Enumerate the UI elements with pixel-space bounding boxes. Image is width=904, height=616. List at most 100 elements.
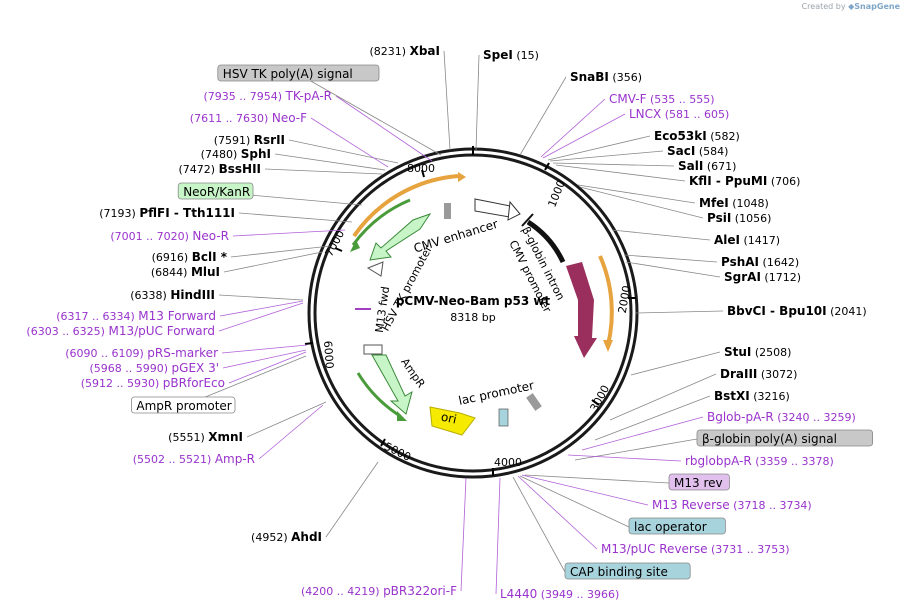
leader-line xyxy=(552,162,675,167)
snapgene-logo-icon: ◆ xyxy=(848,2,855,11)
leader-line xyxy=(574,438,698,461)
label-box xyxy=(217,64,380,82)
annotation-site: MfeI (1048) xyxy=(699,196,769,210)
leader-line xyxy=(519,475,630,528)
annotation-site: (6916) BclI * xyxy=(152,250,228,264)
annotation-site: (7480) SphI xyxy=(201,147,271,161)
feature-beta-globin-intron xyxy=(526,219,566,264)
label-text: LNCX (581 .. 605) xyxy=(629,107,729,121)
label-text: BbvCI - Bpu10I (2041) xyxy=(727,304,867,318)
leader-line xyxy=(594,395,711,441)
label-text: StuI (2508) xyxy=(724,345,791,359)
leader-line xyxy=(232,229,346,237)
annotation-site: SacI (584) xyxy=(667,144,728,158)
label-text: β-globin poly(A) signal xyxy=(702,432,837,446)
annotation-primer: (6303 .. 6325) M13/pUC Forward xyxy=(26,324,215,338)
leader-line xyxy=(219,300,304,317)
feature-hsv-tk-promoter xyxy=(366,261,384,277)
label-text: (7611 .. 7630) Neo-F xyxy=(190,111,307,125)
annotation-primer: (7935 .. 7954) TK-pA-R xyxy=(203,89,332,103)
annotation-site: (7472) BssHII xyxy=(179,162,261,176)
annotation-site: KflI - PpuMI (706) xyxy=(689,174,800,188)
annotation-primer: (7001 .. 7020) Neo-R xyxy=(110,229,229,243)
tick-label: 8000 xyxy=(407,162,435,175)
leader-line xyxy=(310,117,389,168)
annotation-site: SgrAI (1712) xyxy=(724,270,801,284)
label-text: BstXI (3216) xyxy=(714,389,790,403)
snapgene-credit: Created by ◆SnapGene xyxy=(802,2,900,11)
label-text: (6317 .. 6334) M13 Forward xyxy=(56,309,216,323)
tick-mark xyxy=(421,169,425,178)
label-text: MfeI (1048) xyxy=(699,196,769,210)
feature-arrowhead xyxy=(397,411,407,421)
leader-line xyxy=(246,401,327,438)
label-text: (6303 .. 6325) M13/pUC Forward xyxy=(26,324,215,338)
tick-label: 1000 xyxy=(545,178,568,209)
annotation-box: M13 rev xyxy=(668,473,730,491)
feature-label: lac promoter xyxy=(457,378,535,408)
label-text: (7001 .. 7020) Neo-R xyxy=(110,229,229,243)
label-text: SalI (671) xyxy=(678,159,736,173)
leader-line xyxy=(335,95,433,162)
label-text: (7480) SphI xyxy=(201,147,271,161)
label-text: (7591) RsrII xyxy=(214,133,285,147)
label-box xyxy=(668,473,730,491)
annotation-site: BstXI (3216) xyxy=(714,389,790,403)
annotation-site: (6338) HindIII xyxy=(130,288,215,302)
annotation-site: StuI (2508) xyxy=(724,345,791,359)
annotation-primer: L4440 (3949 .. 3966) xyxy=(500,587,619,601)
label-text: (5968 .. 5990) pGEX 3' xyxy=(89,361,219,375)
label-text: (7472) BssHII xyxy=(179,162,261,176)
label-text: (5912 .. 5930) pBRforEco xyxy=(81,376,225,390)
annotation-primer: (5912 .. 5930) pBRforEco xyxy=(81,376,225,390)
leader-line xyxy=(325,461,379,538)
feature-lac-operator xyxy=(498,408,509,427)
annotation-site: (8231) XbaI xyxy=(370,44,440,58)
tick-mark xyxy=(304,342,314,345)
label-text: (6916) BclI * xyxy=(152,250,228,264)
annotation-box: HSV TK poly(A) signal xyxy=(217,64,380,82)
label-text: SpeI (15) xyxy=(483,48,539,62)
leader-line xyxy=(460,477,467,592)
feature-arrowhead xyxy=(458,172,466,182)
label-box xyxy=(177,182,254,200)
annotation-primer: (7611 .. 7630) Neo-F xyxy=(190,111,307,125)
leader-line xyxy=(512,476,566,573)
leader-line xyxy=(517,475,598,550)
label-text: PsiI (1056) xyxy=(707,211,771,225)
leader-line xyxy=(521,474,649,506)
leader-line xyxy=(258,404,324,460)
leader-line xyxy=(221,344,308,354)
label-text: CAP binding site xyxy=(570,565,668,579)
leader-line xyxy=(218,302,304,332)
label-text: L4440 (3949 .. 3966) xyxy=(500,587,619,601)
leader-line xyxy=(264,168,383,175)
label-text: AmpR promoter xyxy=(136,399,231,413)
tick-label: 2000 xyxy=(616,284,634,314)
annotation-site: Eco53kI (582) xyxy=(654,129,740,143)
feature-ori xyxy=(429,406,476,436)
feature-arc-green-2 xyxy=(356,372,401,418)
label-text: M13/pUC Reverse (3731 .. 3753) xyxy=(601,542,790,556)
leader-line xyxy=(625,261,721,278)
annotation-box: AmpR promoter xyxy=(130,396,236,414)
label-text: lac operator xyxy=(634,520,707,534)
annotation-site: PshAI (1642) xyxy=(721,255,799,269)
label-text: (5551) XmnI xyxy=(168,430,243,444)
annotation-primer: (5502 .. 5521) Amp-R xyxy=(133,452,255,466)
leader-line xyxy=(524,474,670,484)
feature-arrowhead xyxy=(603,340,613,352)
label-text: (4200 .. 4219) pBR322ori-F xyxy=(301,584,457,598)
plasmid-name: pCMV-Neo-Bam p53 wt xyxy=(396,294,551,308)
feature-label: p53 xyxy=(562,307,580,332)
annotation-primer: rbglobpA-R (3359 .. 3378) xyxy=(685,454,834,468)
annotation-primer: (5968 .. 5990) pGEX 3' xyxy=(89,361,219,375)
label-text: (6844) MluI xyxy=(151,265,220,279)
feature-hsv-tk-polya xyxy=(444,203,451,219)
plasmid-size: 8318 bp xyxy=(450,311,495,324)
feature-intron-cap xyxy=(521,213,534,227)
feature-cmv-enhancer xyxy=(474,198,511,218)
